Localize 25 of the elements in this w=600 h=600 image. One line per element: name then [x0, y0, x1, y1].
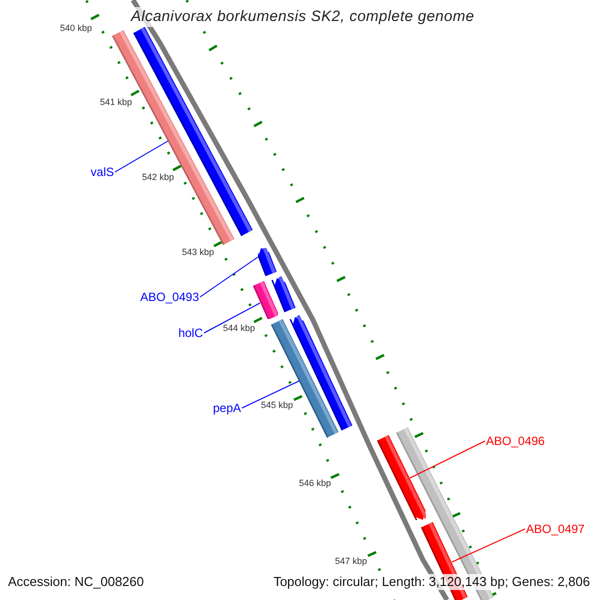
scale-label: 540 kbp	[60, 22, 92, 35]
scale-label: 541 kbp	[100, 96, 132, 109]
scale-label: 543 kbp	[182, 246, 214, 259]
scale-label: 546 kbp	[298, 477, 331, 490]
gene-label: ABO_0497	[525, 521, 586, 537]
gene-label: ABO_0493	[139, 289, 200, 305]
gene-label: holC	[177, 325, 204, 341]
scale-label: 545 kbp	[260, 399, 293, 412]
scale-label: 547 kbp	[334, 555, 367, 568]
leader-line	[452, 528, 526, 562]
gene-label: pepA	[212, 400, 242, 416]
leader-line	[114, 140, 168, 172]
footer-text: Accession: NC_008260	[6, 574, 146, 590]
leader-line	[242, 380, 300, 408]
gene-bar	[252, 280, 278, 320]
gene-bar	[377, 435, 426, 520]
gene-bar	[258, 248, 277, 276]
leader-line	[200, 256, 258, 298]
leader-line	[410, 440, 486, 478]
leader-line	[204, 302, 260, 334]
scale-label: 542 kbp	[142, 171, 174, 184]
footer-text: Topology: circular; Length: 3,120,143 bp; Genes: 2,806	[271, 574, 592, 590]
gene-label: valS	[90, 164, 115, 180]
scale-label: 544 kbp	[222, 322, 255, 335]
gene-label: ABO_0496	[485, 433, 546, 449]
